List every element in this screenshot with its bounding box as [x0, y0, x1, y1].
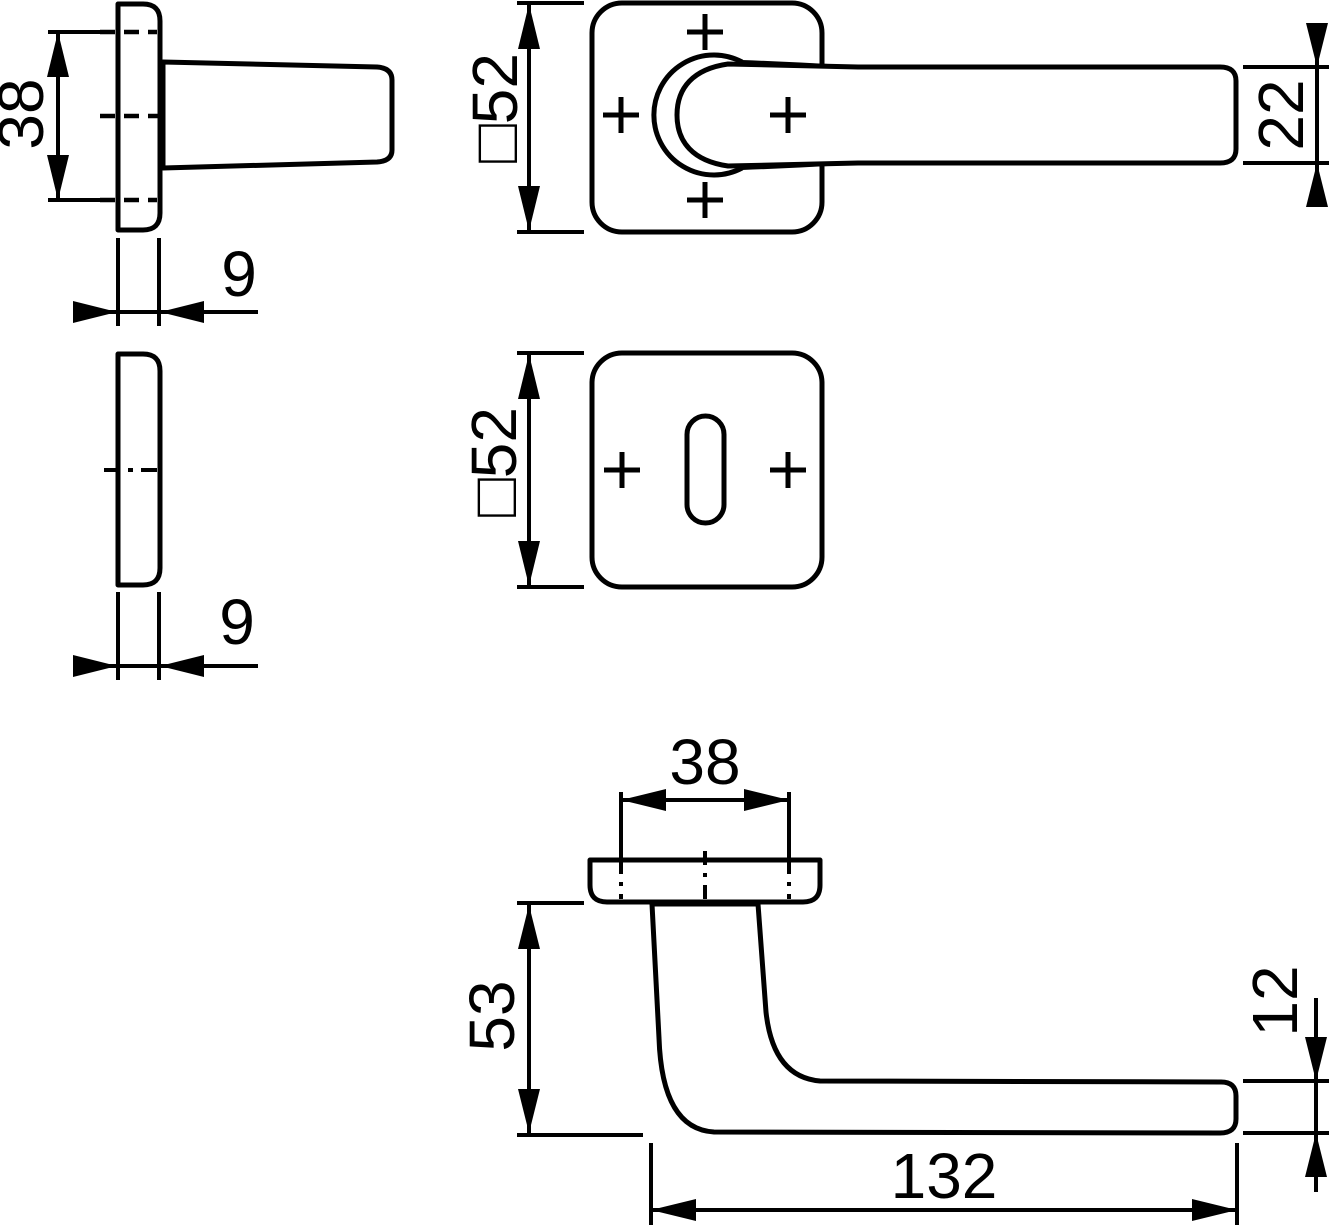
arrowhead-down [1305, 1037, 1327, 1081]
fixing-cross-spindle [770, 97, 806, 133]
dim-label-rose-depth: 9 [221, 238, 257, 310]
dim-label-rose-height: 38 [0, 78, 57, 149]
arrowhead-left [160, 655, 204, 677]
dim-label-lever-height: 22 [1245, 79, 1317, 150]
rose-side-view [100, 1, 395, 233]
dim-lever-height: 22 [1243, 23, 1329, 207]
arrowhead-right [744, 789, 789, 811]
arrowhead-up [47, 32, 69, 77]
fixing-cross-left [604, 452, 640, 488]
arrowhead-down [47, 155, 69, 200]
dim-label-lever-thickness: 12 [1239, 965, 1311, 1036]
dim-key-rose-square: □52 [458, 351, 584, 589]
arrowhead-down [518, 186, 540, 231]
dim-label-handle-height: 53 [456, 980, 528, 1051]
arrowhead-right [73, 655, 117, 677]
key-rose-side-view [104, 351, 163, 588]
arrowhead-right [1192, 1199, 1237, 1221]
arrowhead-up [1305, 1133, 1327, 1177]
key-rose-front-view [589, 350, 825, 590]
fixing-cross-left [603, 97, 639, 133]
handle-lever-outline [649, 901, 1239, 1136]
fixing-cross-right [770, 452, 806, 488]
fixing-cross-bottom [687, 182, 723, 218]
dim-rose-square: □52 [459, 1, 584, 234]
arrowhead-down [1306, 23, 1328, 67]
arrowhead-up [518, 354, 540, 399]
neck-merge-line-bottom [741, 161, 847, 170]
handle-side-view [587, 851, 1239, 1136]
arrowhead-right [73, 301, 117, 323]
dim-handle-height: 53 [456, 901, 643, 1137]
lever-bar-outline [674, 61, 1239, 169]
dim-label-rose-width: 38 [669, 726, 740, 798]
key-rose-side-outline [115, 351, 163, 588]
dim-label-key-rose-square: □52 [458, 407, 530, 517]
dim-label-lever-length: 132 [891, 1140, 998, 1212]
dim-lever-length: 132 [649, 1140, 1239, 1225]
neck-merge-line-top [741, 60, 847, 69]
arrowhead-up [1306, 163, 1328, 207]
dim-rose-depth: 9 [73, 238, 258, 326]
dim-key-rose-depth: 9 [73, 586, 258, 680]
arrowhead-up [518, 905, 540, 949]
arrowhead-up [518, 4, 540, 49]
lever-front-view [589, 0, 1239, 235]
dim-lever-thickness: 12 [1239, 965, 1329, 1192]
arrowhead-down [518, 541, 540, 586]
arrowhead-left [621, 789, 666, 811]
neck-arc [651, 52, 744, 178]
dim-label-key-rose-depth: 9 [219, 586, 255, 658]
dim-label-rose-square: □52 [459, 53, 531, 163]
grip-side-outline [160, 59, 395, 171]
rose-top-outline [587, 857, 823, 905]
dim-rose-width: 38 [619, 726, 791, 858]
arrowhead-left [651, 1199, 696, 1221]
arrowhead-left [160, 301, 204, 323]
dim-rose-height: 38 [0, 30, 101, 202]
fixing-cross-top [687, 14, 723, 50]
keyhole [684, 413, 727, 526]
arrowhead-down [518, 1089, 540, 1133]
